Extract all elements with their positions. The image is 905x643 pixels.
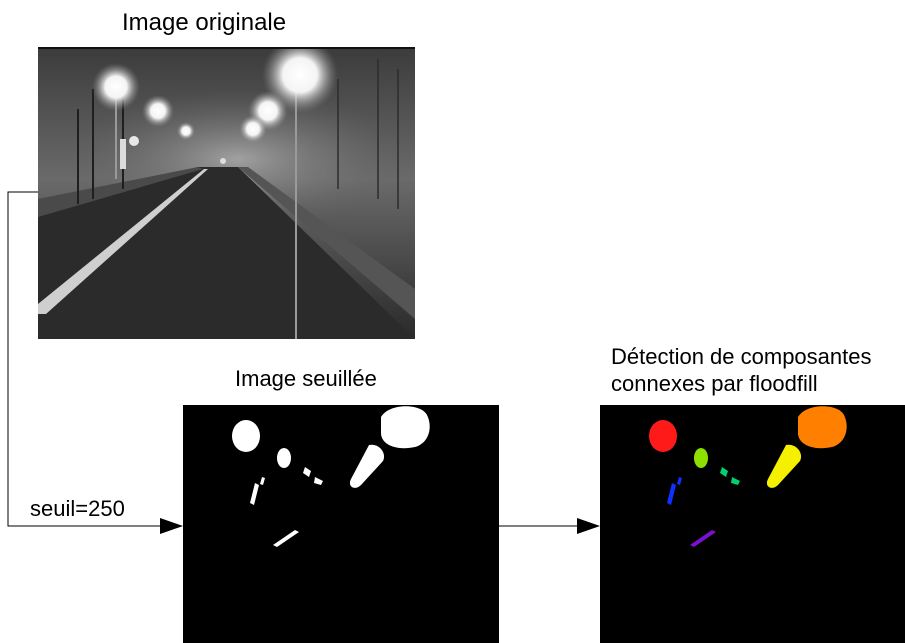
- component-orange: [798, 406, 847, 449]
- components-title-line-1: Détection de composantes: [611, 344, 872, 369]
- original-road-photo: [38, 47, 415, 339]
- components-image-title: Détection de composantes connexes par fl…: [611, 343, 872, 397]
- blob-lamp-top-right: [381, 406, 430, 449]
- thresholded-image: [183, 405, 499, 643]
- connected-components-image: [600, 405, 905, 643]
- road-scene-illustration: [38, 49, 415, 339]
- arrowhead-to-threshold: [160, 518, 183, 534]
- components-title-line-2: connexes par floodfill: [611, 371, 818, 396]
- component-violet: [690, 530, 716, 547]
- component-green: [720, 467, 740, 485]
- original-image-title: Image originale: [122, 9, 287, 36]
- arrowhead-to-components: [577, 518, 600, 534]
- blob-lamp-left: [232, 420, 260, 452]
- component-lime: [694, 448, 708, 468]
- threshold-edge-label: seuil=250: [30, 496, 125, 521]
- component-yellow: [766, 444, 802, 488]
- blob-lamp-cone: [349, 444, 385, 488]
- blob-left-marks: [250, 477, 265, 505]
- component-blue: [667, 477, 682, 505]
- component-red: [649, 420, 677, 452]
- blob-road-streak: [273, 530, 299, 547]
- threshold-image-title: Image seuillée: [235, 366, 377, 391]
- blob-lamp-mid: [277, 448, 291, 468]
- blob-small-pair: [303, 467, 323, 485]
